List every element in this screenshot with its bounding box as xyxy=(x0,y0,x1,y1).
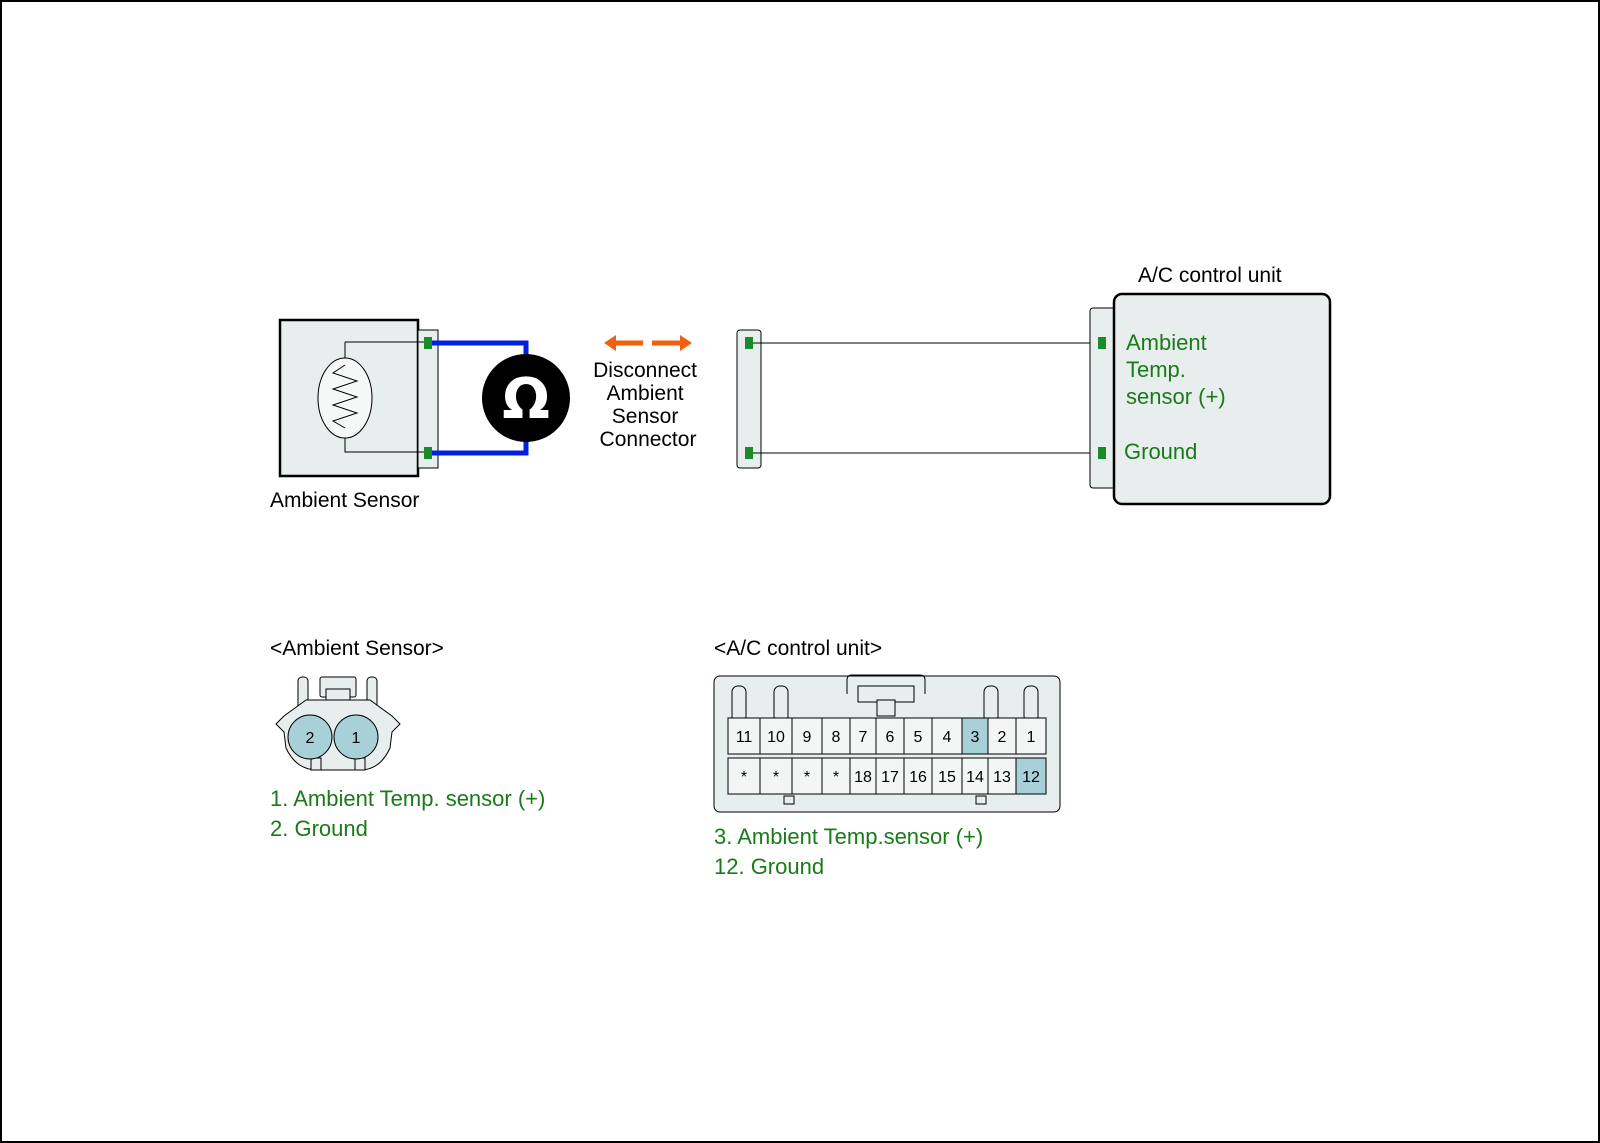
harness-connector xyxy=(736,329,762,469)
acu-pin-label: 4 xyxy=(943,729,952,746)
acu-pin-label: 9 xyxy=(803,729,812,746)
acu-pin-label: 13 xyxy=(993,769,1011,786)
acu-pin-label: 7 xyxy=(859,729,868,746)
acu-pin-cell xyxy=(903,717,933,755)
bl-legend-2: 2. Ground xyxy=(270,816,368,841)
acu-pin-label: 1 xyxy=(1027,729,1036,746)
acu-pin-label: 17 xyxy=(881,769,899,786)
br-legend-1: 3. Ambient Temp.sensor (+) xyxy=(714,824,983,849)
acu-pin-ground-label: Ground xyxy=(1124,439,1197,464)
acu-pin-cell xyxy=(821,757,851,795)
acu-pin-cell xyxy=(849,757,877,795)
thermistor-icon xyxy=(317,357,373,439)
ohmmeter-icon xyxy=(482,354,570,442)
acu-terminal-bottom xyxy=(1098,447,1106,459)
acu-pin-label: 12 xyxy=(1022,769,1040,786)
acu-pin-label: 6 xyxy=(886,729,895,746)
sensor-terminal-top xyxy=(424,337,432,349)
acu-pin-label: 5 xyxy=(914,729,923,746)
acu-pin-cell xyxy=(931,717,963,755)
acu-pin-cell xyxy=(791,757,823,795)
acu-pin-label: 8 xyxy=(832,729,841,746)
disconnect-arrows xyxy=(604,335,692,351)
acu-title: A/C control unit xyxy=(1138,264,1282,287)
ac-control-unit-component: A/C control unit Ambient Temp. sensor (+… xyxy=(1089,264,1332,506)
bl-title: <Ambient Sensor> xyxy=(270,637,444,660)
acu-pin-label: 11 xyxy=(736,729,753,746)
acu-pin-label: * xyxy=(833,769,839,786)
disconnect-label: Disconnect Ambient Sensor Connector xyxy=(593,359,703,451)
acu-pin-signal-label: Ambient Temp. sensor (+) xyxy=(1126,330,1226,409)
sensor-label: Ambient Sensor xyxy=(270,489,419,512)
acu-pin-label: 10 xyxy=(767,729,785,746)
acu-pin-label: 2 xyxy=(998,729,1007,746)
ambient-sensor-component: Ambient Sensor xyxy=(270,318,439,512)
sensor-terminal-bottom xyxy=(424,447,432,459)
bl-pin-1-label: 1 xyxy=(352,730,361,747)
acu-pin-label: 16 xyxy=(909,769,927,786)
acu-pin-label: * xyxy=(741,769,747,786)
bl-pin-2 xyxy=(287,714,333,760)
acu-pin-label: 14 xyxy=(966,769,984,786)
acu-pin-cell xyxy=(961,717,989,755)
acu-pin-grid: 11 10 9 8 7 6 5 4 3 2 1 * * * * 18 17 16 15 14 13 12 xyxy=(727,717,1047,795)
acu-pin-cell xyxy=(759,717,793,755)
acu-pin-cell xyxy=(1015,717,1047,755)
acu-pin-cell xyxy=(821,717,851,755)
acu-pin-label: 3 xyxy=(971,729,980,746)
thermistor-zigzag xyxy=(331,364,359,429)
bl-pin-1 xyxy=(333,714,379,760)
acu-pin-cell xyxy=(961,757,989,795)
acu-body xyxy=(1112,292,1332,506)
ohm-symbol: Ω xyxy=(502,367,550,432)
br-title: <A/C control unit> xyxy=(714,637,882,660)
acu-pin-label: 18 xyxy=(854,769,872,786)
acu-pin-cell xyxy=(849,717,877,755)
bl-legend-1: 1. Ambient Temp. sensor (+) xyxy=(270,786,545,811)
acu-pin-label: * xyxy=(773,769,779,786)
harness-terminal-bottom xyxy=(745,447,753,459)
bl-pin-2-label: 2 xyxy=(306,730,315,747)
acu-pin-cell xyxy=(727,717,761,755)
acu-pin-cell xyxy=(987,757,1017,795)
acu-pin-label: 15 xyxy=(938,769,956,786)
acu-terminal-top xyxy=(1098,337,1106,349)
ambient-sensor-connector-face xyxy=(275,676,401,771)
acu-pin-cell xyxy=(791,717,823,755)
harness-terminal-top xyxy=(745,337,753,349)
acu-pin-cell xyxy=(1015,757,1047,795)
ambient-sensor-connector xyxy=(417,329,439,469)
acu-connector-face: 11 10 9 8 7 6 5 4 3 2 1 * * * * 18 17 16 15 14 13 12 xyxy=(713,674,1061,813)
br-legend-2: 12. Ground xyxy=(714,854,824,879)
acu-pin-label: * xyxy=(804,769,810,786)
acu-pin-cell xyxy=(727,757,761,795)
